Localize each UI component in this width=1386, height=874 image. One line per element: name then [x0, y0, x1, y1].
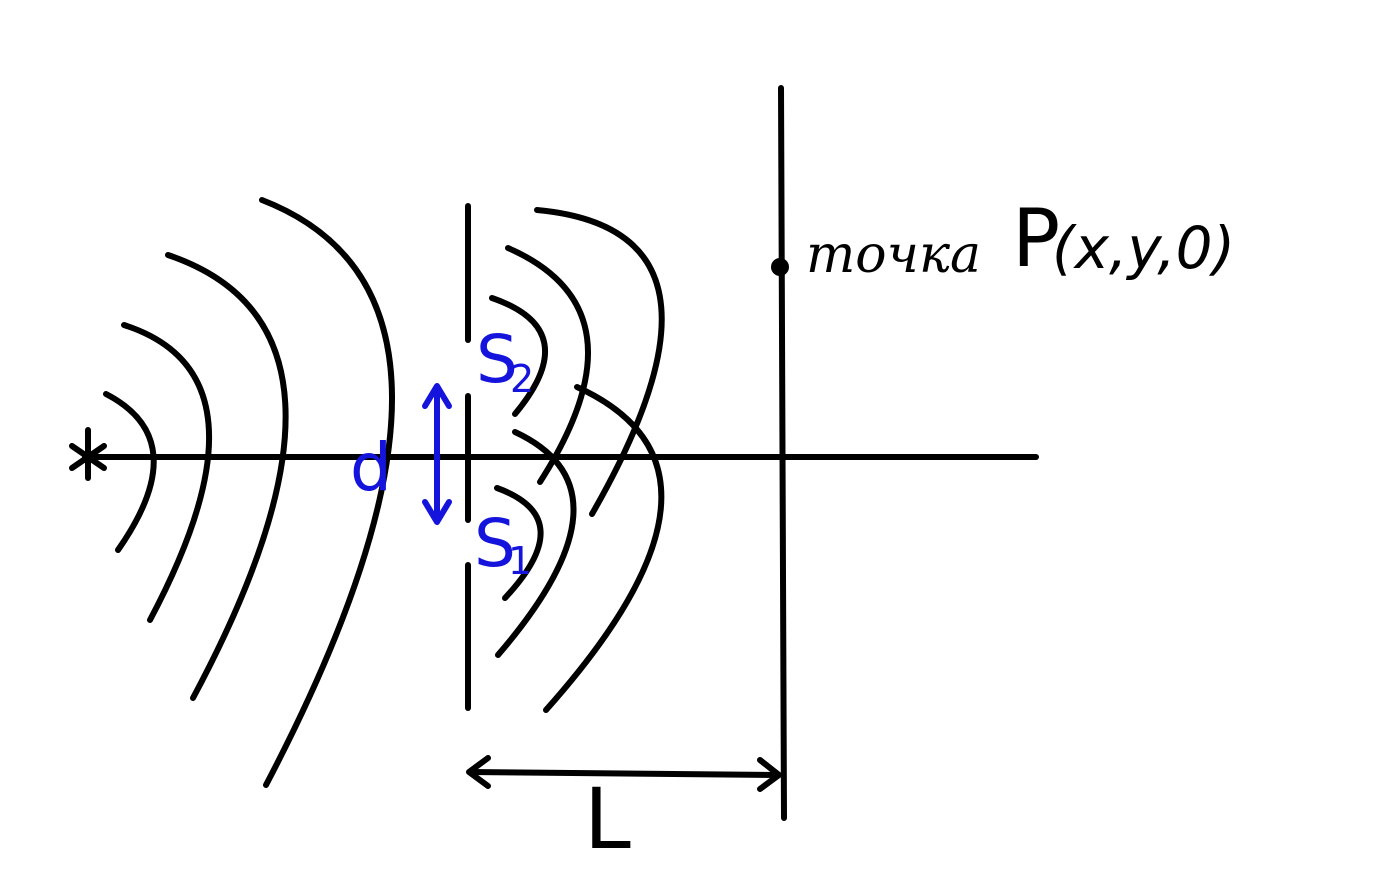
s1-wavefront-1: [494, 485, 544, 601]
s1-wavefront-2: [495, 429, 577, 658]
slit-s1-label: S: [474, 505, 516, 582]
spacing-double-arrow-icon: [422, 383, 452, 525]
slit-spacing-label: d: [350, 429, 392, 506]
s1-wavefront-3: [543, 384, 665, 713]
s2-wavefront-2: [505, 245, 591, 485]
wavefront-1: [103, 391, 157, 553]
point-p-marker: [771, 258, 789, 276]
s2-wavefront-1: [489, 295, 549, 417]
slit-s2-label: S: [476, 321, 518, 398]
point-coords-label: (x,y,0): [1052, 214, 1235, 282]
s2-wavefront-3: [534, 207, 665, 517]
point-word-label: точка: [806, 225, 981, 285]
source-star-icon: [69, 427, 107, 481]
wavefront-2: [121, 322, 213, 623]
slit-s2-subscript: 2: [510, 357, 534, 401]
wavefront-3: [165, 252, 289, 701]
point-name-label: P: [1012, 192, 1060, 285]
wavefront-4: [259, 197, 395, 788]
distance-double-arrow-icon: [466, 755, 782, 792]
slit-s1-subscript: 1: [508, 539, 532, 583]
distance-l-label: L: [584, 770, 631, 868]
observation-screen: [778, 85, 787, 821]
